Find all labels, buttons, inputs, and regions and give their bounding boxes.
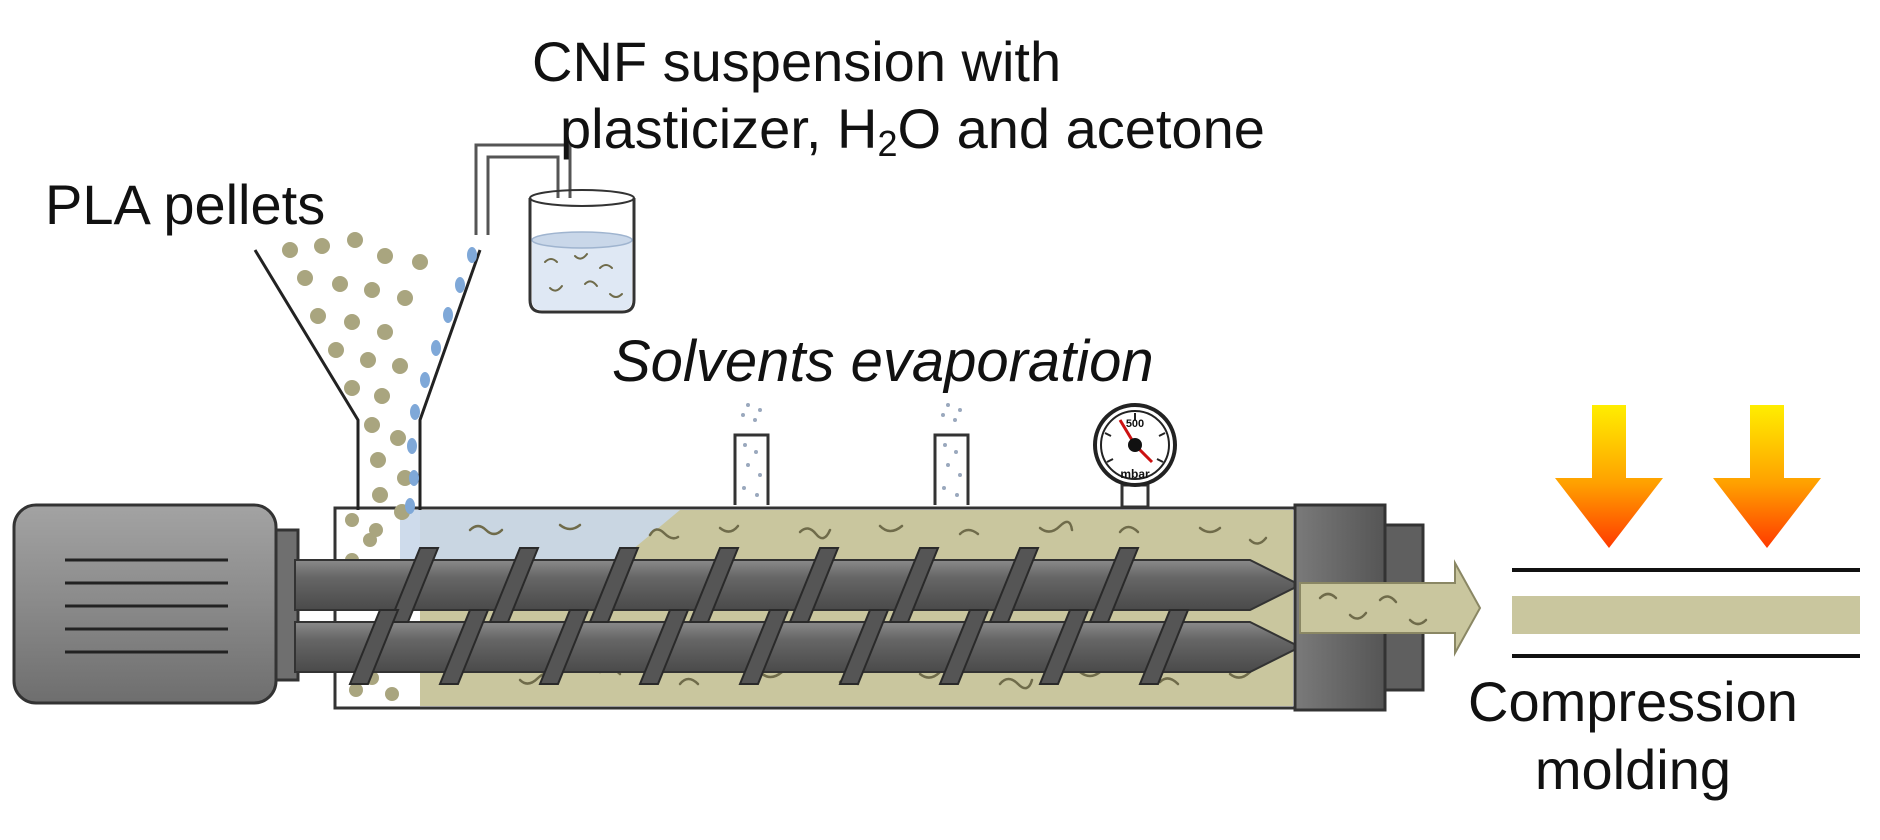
upper-screw-flights [388,547,1140,623]
motor-vent-lines [65,558,228,654]
compression-label-line2: molding [1534,738,1731,802]
compression-label-line1: Compression [1468,670,1798,733]
feed-tube [474,143,572,235]
motor [12,503,300,705]
heat-arrow-left [1555,405,1663,548]
cnf-label-line1: CNF suspension with [532,30,1062,93]
compression-molding [1512,405,1860,658]
hopper-droplets [405,247,477,514]
suspension-beaker [528,189,636,314]
gauge-unit-text: mbar [1120,467,1150,481]
vent-2 [933,403,970,505]
gauge-value-text: 500 [1126,418,1144,430]
vacuum-gauge: 500 mbar [1093,403,1177,509]
compression-molding-label: Compression molding [1468,668,1798,805]
hopper-pellets [282,232,428,537]
cnf-label-line2-sub: 2 [877,123,898,165]
heat-arrow-right [1713,405,1821,548]
molded-sheet [1512,596,1860,634]
lower-screw-flights [348,609,1190,685]
cnf-label-line2: plasticizer, H2O and acetone [560,95,1265,162]
extrudate-arrow [1299,559,1482,657]
cnf-label-line2-pre: plasticizer, H [560,97,878,161]
twin-screws [294,547,1303,685]
solvents-evaporation-label: Solvents evaporation [612,329,1154,394]
hopper [253,232,482,537]
upper-screw-shaft [294,559,1303,611]
cnf-suspension-label: CNF suspension with plasticizer, H2O and… [532,28,1265,162]
cnf-label-line2-post: O and acetone [897,97,1265,161]
vent-1 [733,403,770,505]
pla-pellets-label: PLA pellets [45,173,326,236]
